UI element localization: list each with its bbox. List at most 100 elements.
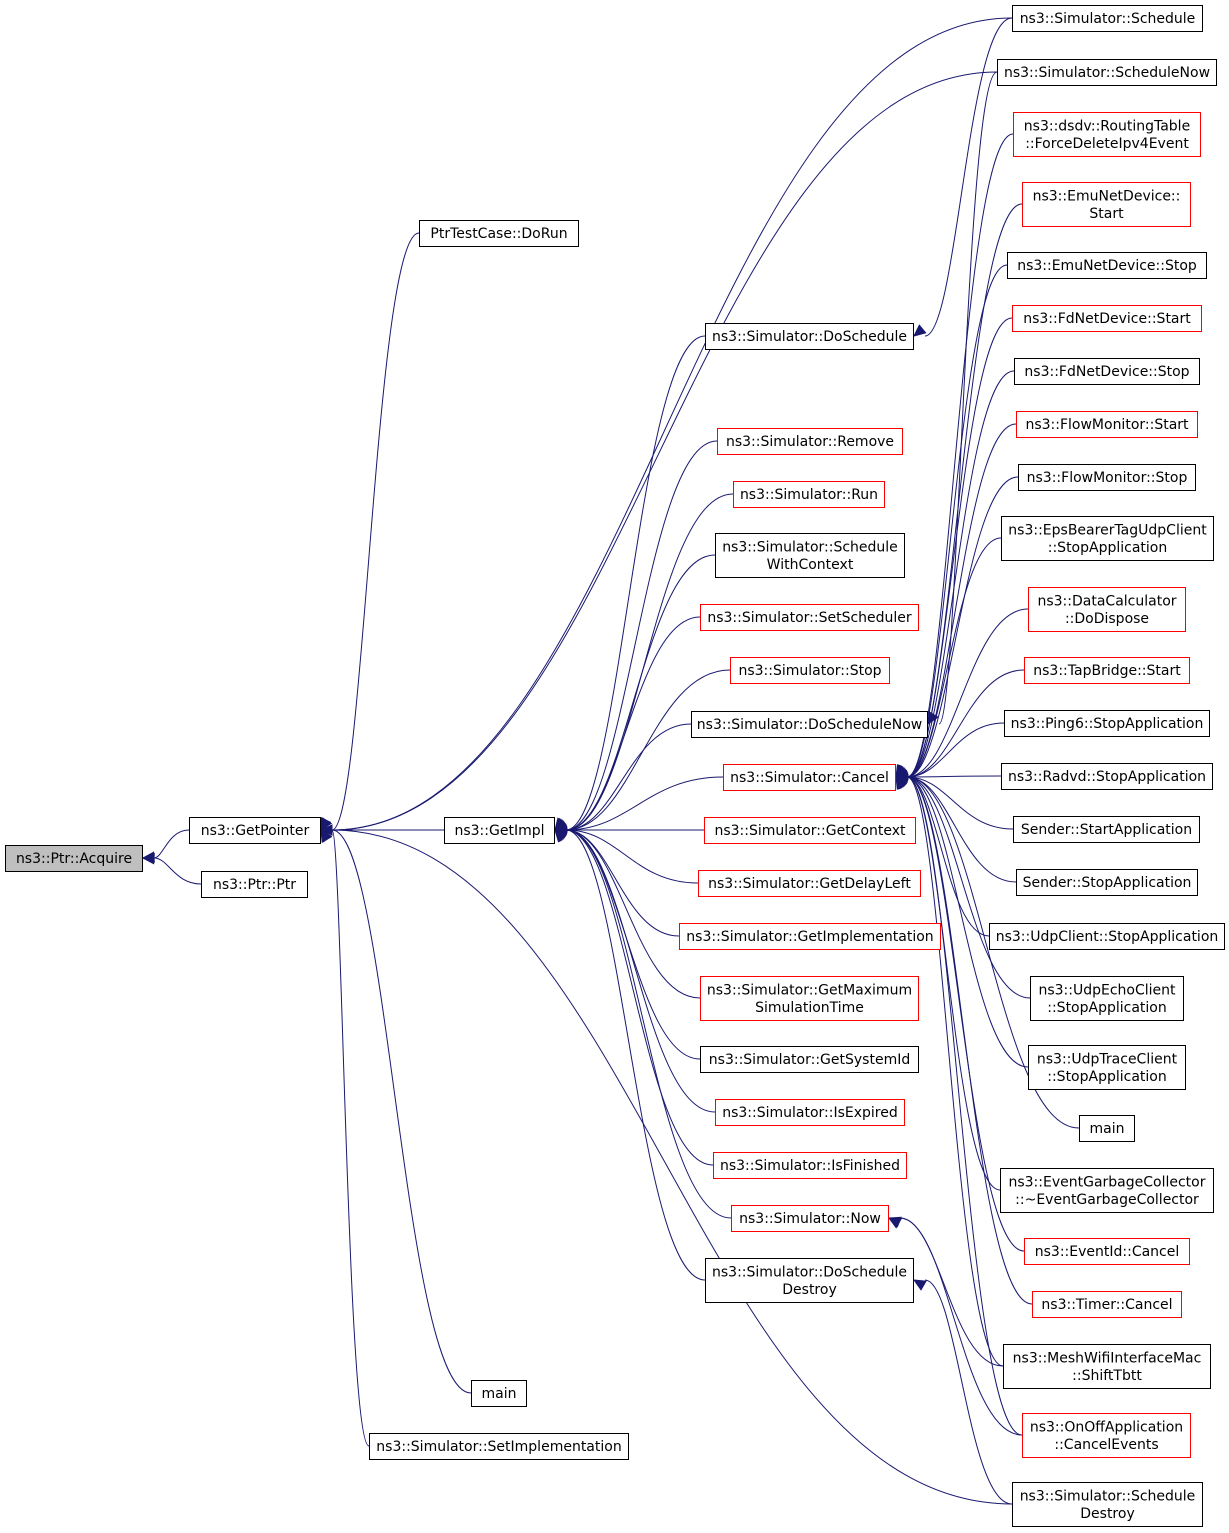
node-remove[interactable]: ns3::Simulator::Remove	[717, 428, 903, 455]
node-fdstart[interactable]: ns3::FdNetDevice::Start	[1012, 305, 1202, 332]
node-stop[interactable]: ns3::Simulator::Stop	[730, 657, 890, 684]
edge-udpclient-to-cancel	[894, 776, 990, 937]
node-box	[730, 657, 890, 684]
node-fdstop[interactable]: ns3::FdNetDevice::Stop	[1014, 358, 1200, 385]
node-now[interactable]: ns3::Simulator::Now	[731, 1205, 889, 1232]
node-setscheduler[interactable]: ns3::Simulator::SetScheduler	[700, 604, 919, 631]
edge-line	[331, 17, 1013, 831]
node-box	[679, 923, 941, 950]
node-label: ns3::EpsBearerTagUdpClient	[1008, 522, 1207, 538]
node-onoff[interactable]: ns3::OnOffApplication::CancelEvents	[1022, 1413, 1191, 1458]
node-doschedule[interactable]: ns3::Simulator::DoSchedule	[705, 323, 914, 350]
node-label: ns3::Simulator::SetImplementation	[376, 1439, 621, 1455]
arrowhead-icon	[913, 324, 927, 337]
arrowhead-icon	[554, 829, 567, 843]
node-isexpired[interactable]: ns3::Simulator::IsExpired	[715, 1099, 905, 1126]
node-udpclient[interactable]: ns3::UdpClient::StopApplication	[989, 923, 1225, 950]
node-label: ns3::UdpClient::StopApplication	[996, 929, 1219, 945]
node-label: ns3::Simulator::Run	[740, 487, 878, 503]
node-label: main	[482, 1386, 517, 1402]
node-udpecho[interactable]: ns3::UdpEchoClient::StopApplication	[1030, 976, 1184, 1021]
node-emustop[interactable]: ns3::EmuNetDevice::Stop	[1007, 252, 1207, 279]
edges-layer	[141, 17, 1080, 1505]
node-fmstart[interactable]: ns3::FlowMonitor::Start	[1016, 411, 1198, 438]
node-label: ns3::Simulator::IsExpired	[722, 1105, 898, 1121]
edge-line	[565, 723, 692, 831]
node-getsystemid[interactable]: ns3::Simulator::GetSystemId	[700, 1046, 919, 1073]
node-box	[1030, 976, 1184, 1021]
node-doschednow[interactable]: ns3::Simulator::DoScheduleNow	[691, 711, 928, 738]
edge-line	[565, 493, 734, 831]
edge-schedulenow-to-getpointer	[320, 71, 998, 832]
node-label: ns3::Simulator::Remove	[726, 434, 894, 450]
node-label: PtrTestCase::DoRun	[430, 226, 567, 242]
node-box	[1001, 763, 1213, 790]
edge-line	[153, 857, 202, 885]
node-getpointer[interactable]: ns3::GetPointer	[189, 817, 321, 844]
edge-line	[331, 71, 998, 831]
edge-line	[906, 264, 1008, 778]
node-ptrtestcase[interactable]: PtrTestCase::DoRun	[419, 220, 579, 247]
node-label: ns3::Ptr::Acquire	[16, 851, 132, 867]
edge-line	[565, 440, 718, 831]
node-getdelayleft[interactable]: ns3::Simulator::GetDelayLeft	[698, 870, 921, 897]
node-label: ns3::GetImpl	[454, 823, 544, 839]
node-udptrace[interactable]: ns3::UdpTraceClient::StopApplication	[1028, 1045, 1186, 1090]
node-radvd[interactable]: ns3::Radvd::StopApplication	[1001, 763, 1213, 790]
node-label: ns3::EmuNetDevice::	[1033, 188, 1181, 204]
node-acquire[interactable]: ns3::Ptr::Acquire	[5, 845, 143, 872]
node-box	[705, 1258, 914, 1303]
node-run[interactable]: ns3::Simulator::Run	[733, 481, 885, 508]
node-label: ::StopApplication	[1047, 1069, 1167, 1085]
edge-isfinished-to-getimpl	[554, 829, 714, 1166]
edge-datacalc-to-cancel	[894, 608, 1029, 778]
node-evgc[interactable]: ns3::EventGarbageCollector::~EventGarbag…	[1000, 1168, 1214, 1213]
node-label: ::DoDispose	[1065, 611, 1149, 627]
node-epsbearer[interactable]: ns3::EpsBearerTagUdpClient::StopApplicat…	[1001, 516, 1214, 561]
node-box	[698, 870, 921, 897]
node-mesh[interactable]: ns3::MeshWifiInterfaceMac::ShiftTbtt	[1003, 1344, 1211, 1389]
arrowhead-icon	[895, 775, 907, 790]
node-label: SimulationTime	[755, 1000, 864, 1016]
node-senderstart[interactable]: Sender::StartApplication	[1013, 816, 1200, 843]
node-eventid[interactable]: ns3::EventId::Cancel	[1024, 1238, 1190, 1265]
node-getimpl[interactable]: ns3::GetImpl	[444, 817, 555, 844]
node-box	[1032, 1291, 1182, 1318]
node-emustart[interactable]: ns3::EmuNetDevice::Start	[1022, 182, 1191, 227]
node-label: main	[1090, 1121, 1125, 1137]
node-dsdv[interactable]: ns3::dsdv::RoutingTable::ForceDeleteIpv4…	[1013, 112, 1201, 157]
node-label: Destroy	[782, 1282, 836, 1298]
node-box	[700, 1046, 919, 1073]
node-main2[interactable]: main	[1079, 1115, 1135, 1142]
edge-line	[906, 776, 1029, 1068]
node-setimpl[interactable]: ns3::Simulator::SetImplementation	[369, 1433, 629, 1460]
arrowhead-icon	[320, 817, 332, 832]
edge-line	[565, 829, 706, 1281]
node-schedule[interactable]: ns3::Simulator::Schedule	[1012, 5, 1203, 32]
node-getcontext[interactable]: ns3::Simulator::GetContext	[704, 817, 916, 844]
edge-run-to-getimpl	[554, 493, 734, 831]
node-label: ns3::Simulator::DoSchedule	[712, 1264, 907, 1280]
node-senderstop[interactable]: Sender::StopApplication	[1016, 869, 1198, 896]
node-main1[interactable]: main	[471, 1380, 527, 1407]
node-datacalc[interactable]: ns3::DataCalculator::DoDispose	[1028, 587, 1186, 632]
node-label: ns3::Simulator::GetMaximum	[707, 982, 912, 998]
node-isfinished[interactable]: ns3::Simulator::IsFinished	[713, 1152, 907, 1179]
node-box	[700, 976, 919, 1021]
node-label: ns3::Simulator::SetScheduler	[707, 610, 912, 626]
node-ptrptr[interactable]: ns3::Ptr::Ptr	[201, 871, 308, 898]
node-cancel[interactable]: ns3::Simulator::Cancel	[723, 764, 896, 791]
node-label: ns3::OnOffApplication	[1030, 1419, 1183, 1435]
node-timer[interactable]: ns3::Timer::Cancel	[1032, 1291, 1182, 1318]
node-box	[691, 711, 928, 738]
node-ping6[interactable]: ns3::Ping6::StopApplication	[1004, 710, 1210, 737]
node-schedulenow[interactable]: ns3::Simulator::ScheduleNow	[997, 59, 1217, 86]
node-fmstop[interactable]: ns3::FlowMonitor::Stop	[1018, 464, 1196, 491]
node-tapbridge[interactable]: ns3::TapBridge::Start	[1024, 657, 1190, 684]
node-getimplementation[interactable]: ns3::Simulator::GetImplementation	[679, 923, 941, 950]
